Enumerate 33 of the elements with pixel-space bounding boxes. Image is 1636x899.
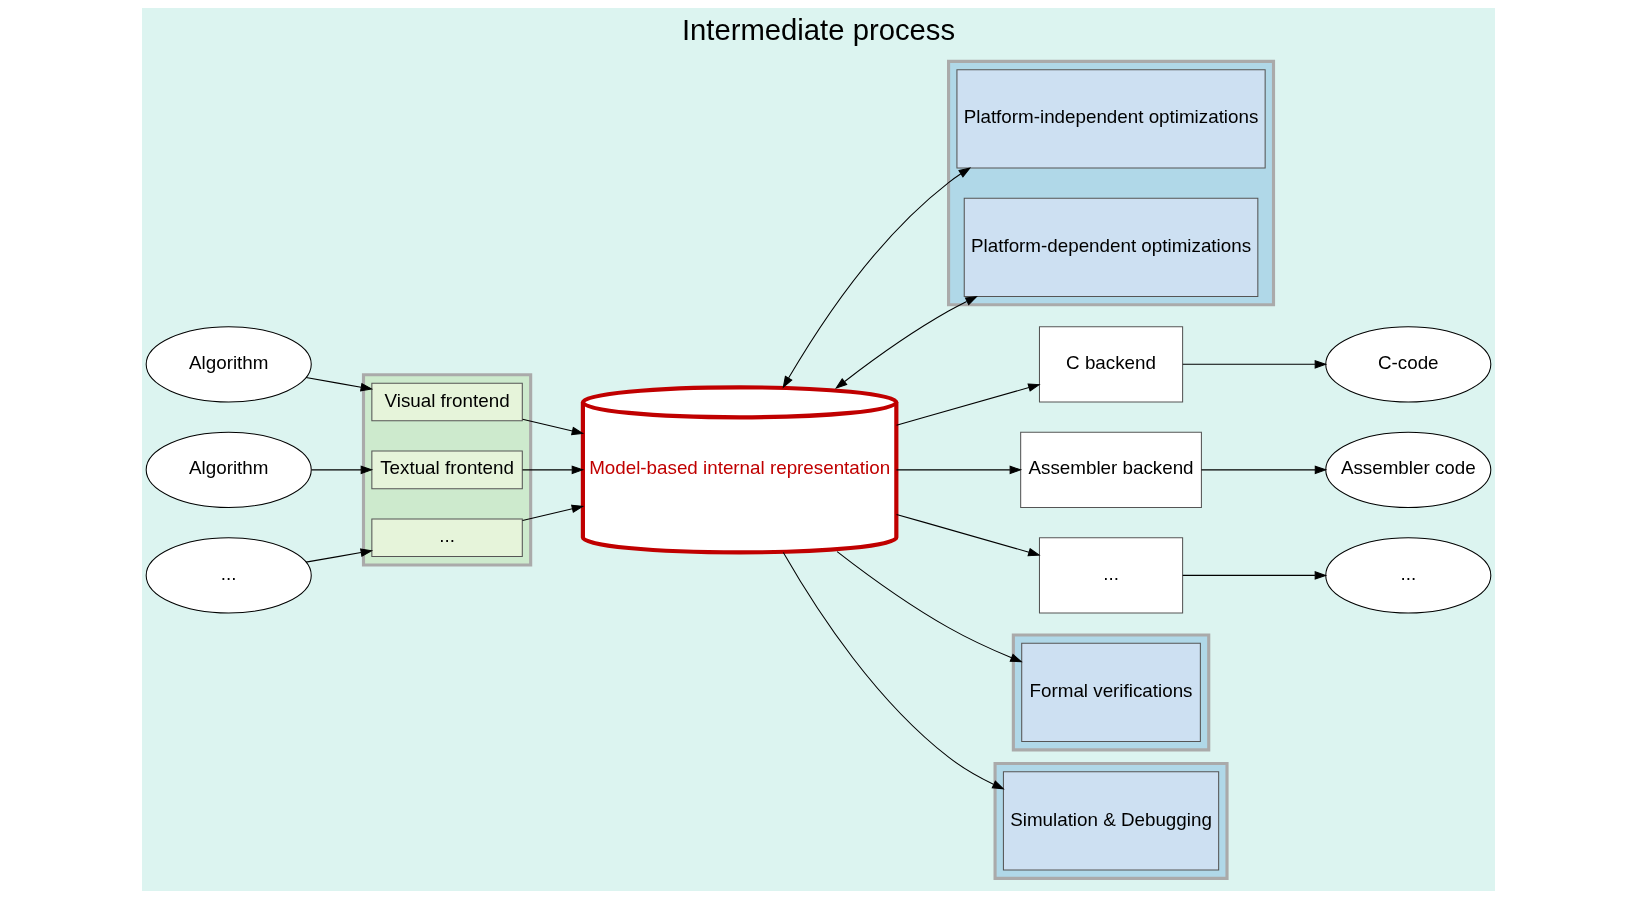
node-ellipse: Algorithm <box>145 431 312 508</box>
arrow <box>895 513 1041 557</box>
arrow <box>521 504 584 521</box>
arrow <box>521 465 584 475</box>
node-ellipse: ... <box>1324 537 1491 614</box>
node-box: Platform-dependent optimizations <box>963 197 1258 297</box>
arrow <box>836 551 1023 663</box>
arrow <box>895 465 1022 475</box>
arrow <box>895 383 1041 426</box>
node-box: Assembler backend <box>1019 431 1202 508</box>
arrow <box>521 418 584 436</box>
node-box: Simulation & Debugging <box>1002 771 1219 871</box>
arrow <box>1181 571 1327 580</box>
node-ellipse: ... <box>145 537 312 614</box>
node-ellipse: Algorithm <box>145 326 312 403</box>
node-box: Formal verifications <box>1020 642 1201 743</box>
node-ellipse: C-code <box>1324 326 1491 403</box>
node-ellipse: Assembler code <box>1324 431 1491 508</box>
node-box: Textual frontend <box>370 450 523 490</box>
arrow <box>834 295 978 390</box>
node-box: ... <box>370 518 523 558</box>
arrow <box>1181 359 1327 369</box>
arrow <box>782 167 971 389</box>
arrow <box>305 377 373 392</box>
node-box: Platform-independent optimizations <box>955 69 1266 169</box>
arrow <box>782 552 1005 790</box>
arrow <box>305 548 373 563</box>
arrow <box>310 465 373 475</box>
node-box: Visual frontend <box>370 382 523 422</box>
node-box: C backend <box>1038 326 1183 403</box>
diagram-title: Intermediate process <box>681 13 955 46</box>
node-box: ... <box>1038 537 1183 614</box>
arrow <box>1200 465 1327 475</box>
